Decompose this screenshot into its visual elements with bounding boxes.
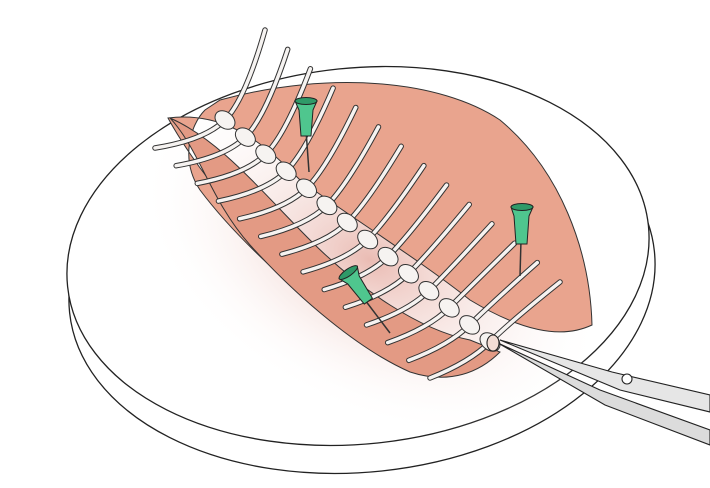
scissors [486, 334, 710, 446]
vertebra [214, 110, 236, 130]
vertebra [397, 263, 419, 284]
vertebra [418, 281, 440, 301]
vertebra [438, 298, 460, 318]
vertebra [255, 144, 277, 164]
vertebra [234, 127, 256, 147]
tissue-lower-flap [169, 117, 501, 378]
vertebra [316, 195, 338, 216]
vertebra [336, 212, 358, 233]
pin-2 [510, 203, 534, 277]
vertebra [377, 246, 399, 267]
spine [214, 110, 501, 352]
vertebra [459, 315, 481, 335]
vertebra [275, 161, 297, 181]
vertebra [296, 178, 318, 199]
pin-1 [294, 97, 318, 173]
pin-3 [338, 265, 391, 334]
vertebra [357, 229, 379, 250]
pins [294, 97, 534, 334]
